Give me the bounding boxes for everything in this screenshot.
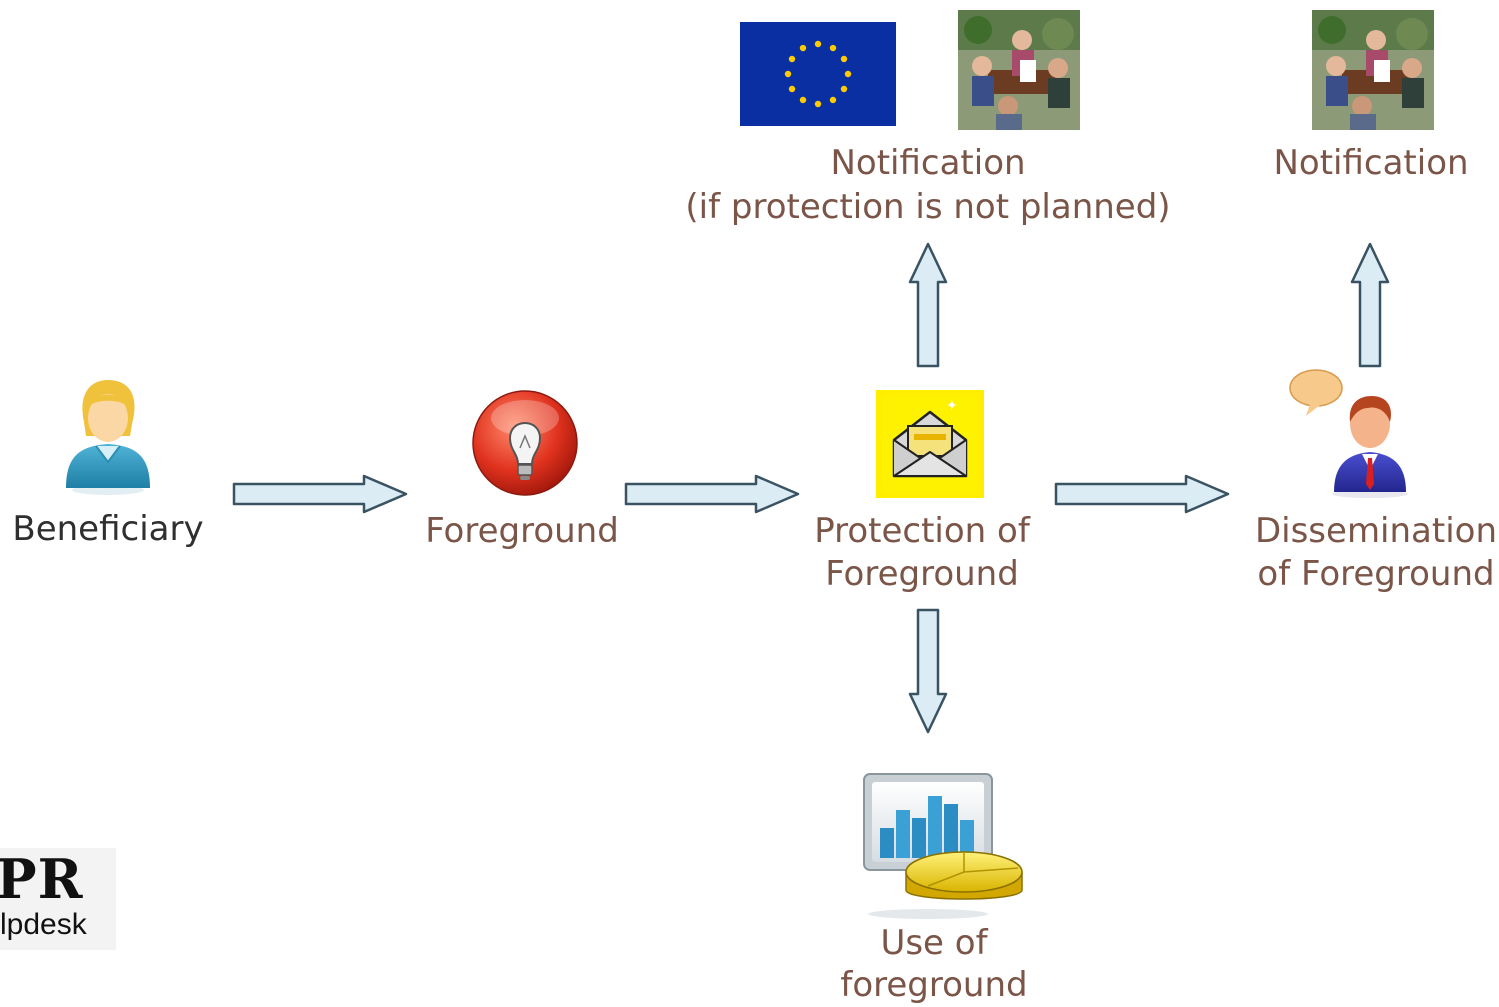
use-label-line2: foreground — [840, 965, 1028, 1005]
eu-star — [799, 96, 807, 104]
eu-star — [799, 44, 807, 52]
dissemination-label-line2: of Foreground — [1257, 554, 1495, 594]
arrow-beneficiary-to-foreground — [232, 474, 408, 514]
eu-star — [814, 40, 822, 48]
arrow-foreground-to-protection — [624, 474, 800, 514]
logo-main-text: PR — [0, 848, 84, 911]
chart-icon — [863, 773, 1023, 919]
eu-star — [829, 96, 837, 104]
eu-star — [844, 70, 852, 78]
eu-star — [829, 44, 837, 52]
eu-star — [814, 100, 822, 108]
protection-label-line2: Foreground — [825, 554, 1019, 594]
eu-star — [788, 85, 796, 93]
notification-protection-label-line2: (if protection is not planned) — [685, 187, 1171, 227]
use-label-line1: Use of — [880, 923, 988, 963]
arrow-dissemination-to-notification — [1350, 242, 1390, 368]
arrow-protection-to-use — [908, 608, 948, 734]
lightbulb-icon — [472, 390, 578, 496]
envelope-icon: ✦ — [876, 390, 984, 498]
meeting-photo-icon — [958, 10, 1080, 130]
eu-star — [840, 85, 848, 93]
notification-dissemination-label: Notification — [1273, 143, 1469, 183]
foreground-label: Foreground — [425, 511, 619, 551]
eu-flag-icon — [740, 22, 896, 126]
protection-label-line1: Protection of — [814, 511, 1030, 551]
notification-protection-label-line1: Notification — [830, 143, 1026, 183]
svg-text:✦: ✦ — [946, 398, 958, 414]
dissemination-label-line1: Dissemination — [1254, 511, 1498, 551]
speaking-person-icon — [1289, 369, 1408, 498]
eu-star — [840, 55, 848, 63]
meeting-photo-icon — [1312, 10, 1434, 130]
user-woman-icon — [66, 380, 150, 495]
arrow-protection-to-dissemination — [1054, 474, 1230, 514]
arrow-protection-to-notification — [908, 242, 948, 368]
logo: PR lpdesk — [0, 848, 116, 950]
eu-star — [788, 55, 796, 63]
logo-sub-text: lpdesk — [0, 908, 87, 941]
eu-star — [784, 70, 792, 78]
beneficiary-label: Beneficiary — [12, 509, 204, 549]
